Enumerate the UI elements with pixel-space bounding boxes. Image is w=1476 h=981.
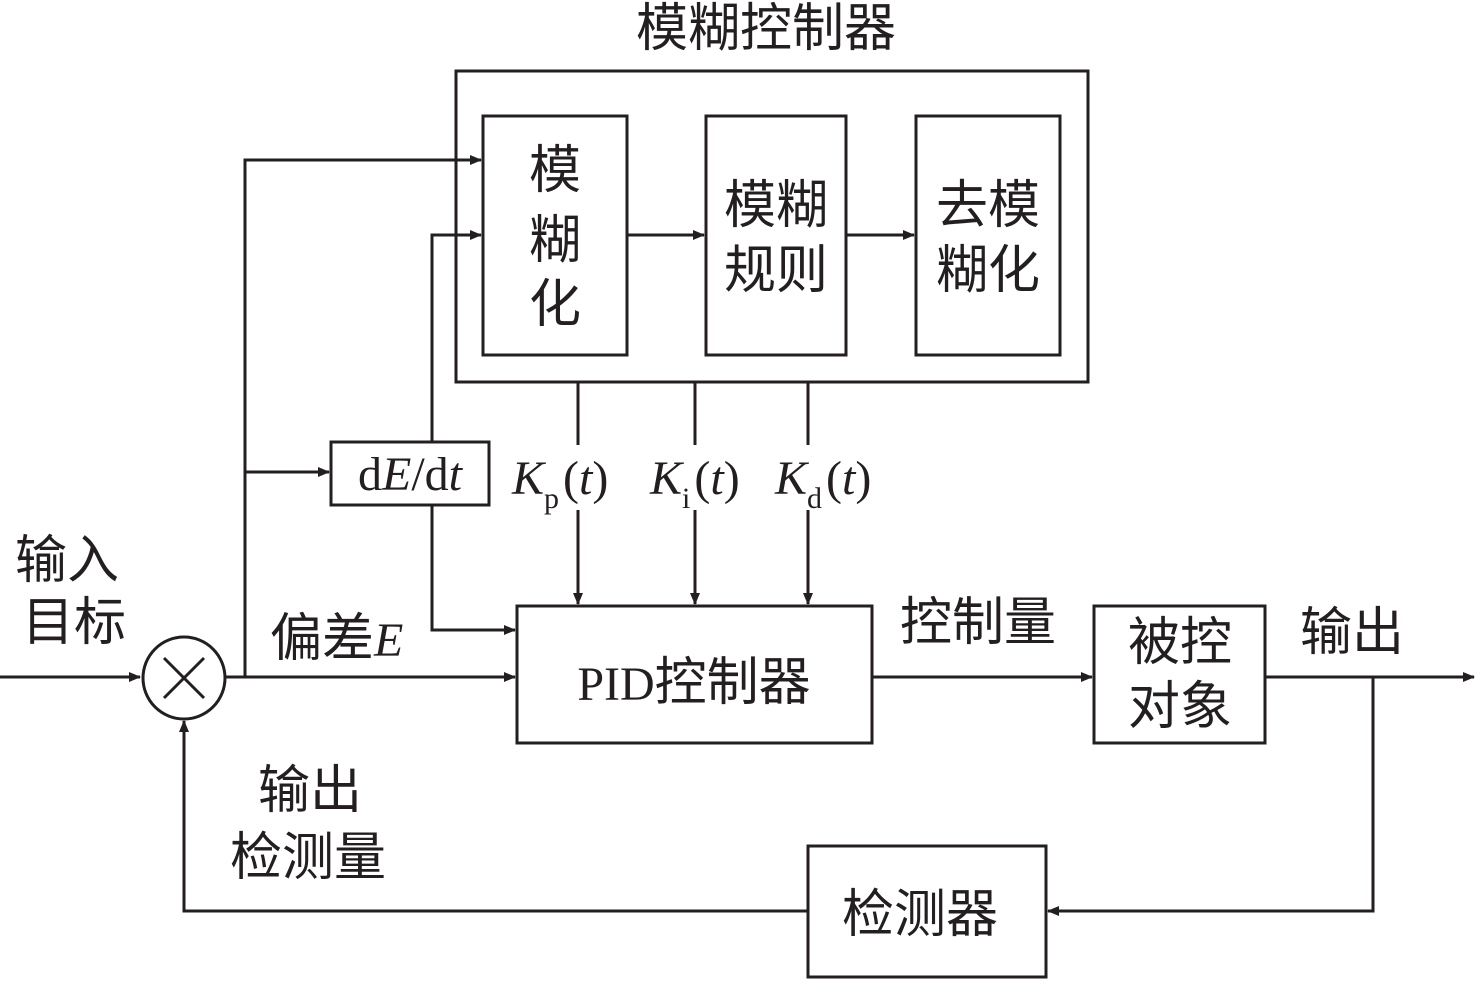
control-signal-label: 控制量: [900, 593, 1056, 653]
error-label: 偏差E: [270, 609, 403, 669]
measured-output-line-2: 检测量: [230, 828, 386, 888]
detector-label: 检测器: [842, 885, 998, 945]
defuzzify-line-1: 去模: [936, 176, 1040, 236]
defuzzify-block: 去模 糊化: [914, 114, 1062, 357]
fuzzify-line-3: 化: [529, 275, 581, 335]
plant-line-1: 被控: [1128, 613, 1232, 673]
derivative-block: dE/dt: [329, 440, 491, 507]
feedback-arrow: [179, 720, 808, 913]
fuzzify-line-1: 模: [529, 141, 581, 201]
derivative-to-pid-line: [430, 505, 516, 635]
fuzzify-block: 模 糊 化: [481, 114, 629, 357]
ki-label: Ki(t): [649, 452, 740, 515]
output-label: 输出: [1300, 603, 1404, 663]
plant-line-2: 对象: [1128, 677, 1232, 737]
derivative-label: dE/dt: [358, 448, 464, 501]
fuzzify-line-2: 糊: [529, 211, 581, 271]
fuzzy-rules-block: 模糊 规则: [704, 114, 848, 357]
pid-label: PID控制器: [577, 653, 810, 713]
output-to-detector-line: [1047, 677, 1375, 916]
kd-label: Kd(t): [774, 452, 871, 515]
fuzzy-controller-title: 模糊控制器: [636, 0, 896, 59]
pid-controller-block: PID控制器: [515, 604, 874, 745]
plant-block: 被控 对象: [1092, 604, 1267, 745]
derivative-to-fuzzify-line: [430, 230, 482, 441]
measured-output-line-1: 输出: [258, 761, 362, 821]
fuzzy-rules-line-1: 模糊: [724, 176, 828, 236]
defuzzify-line-2: 糊化: [936, 241, 1040, 301]
summing-junction: [141, 635, 227, 721]
input-label-line-2: 目标: [22, 593, 126, 653]
detector-block: 检测器: [806, 844, 1048, 979]
input-label-line-1: 输入: [15, 531, 119, 591]
kp-label: Kp(t): [511, 452, 608, 515]
fuzzy-rules-line-2: 规则: [724, 241, 828, 301]
error-to-fuzzify-line: [243, 155, 482, 677]
